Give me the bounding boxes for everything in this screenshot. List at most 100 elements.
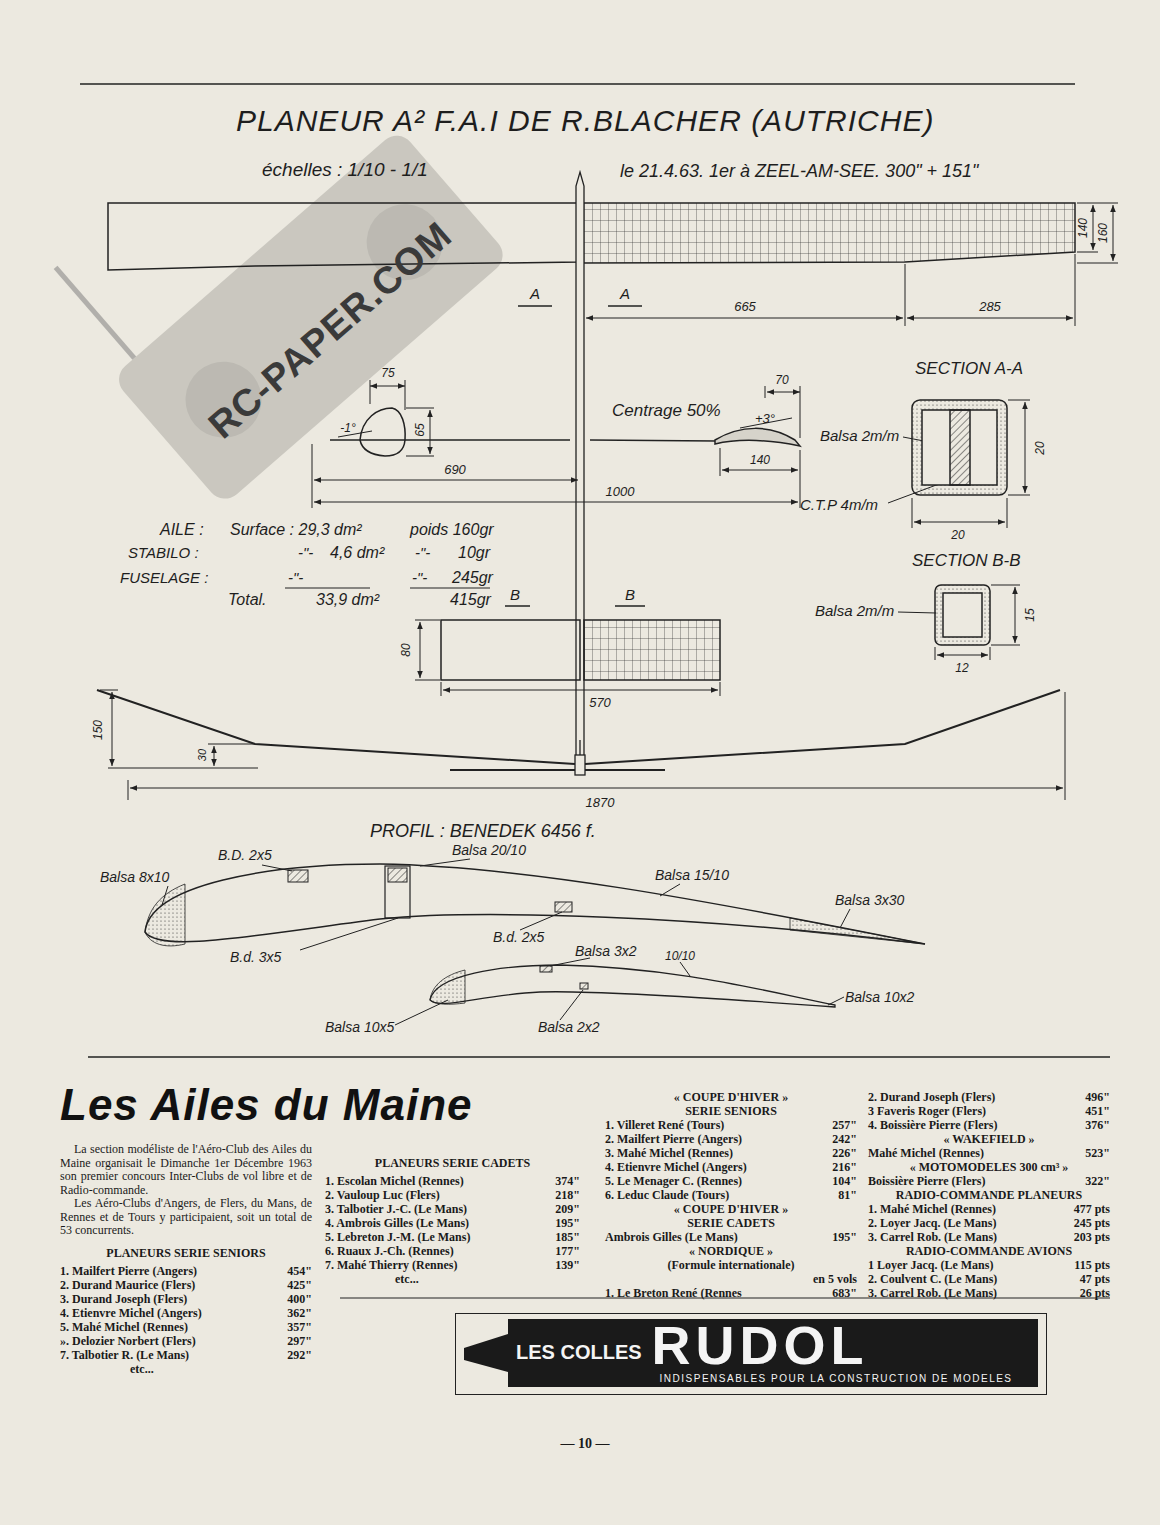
category-heading: « COUPE D'HIVER » bbox=[605, 1202, 857, 1216]
result-row: Boissière Pierre (Flers)322" bbox=[868, 1174, 1110, 1188]
plan-label: Total. bbox=[228, 592, 267, 608]
competitor-name: 6. Ruaux J.-Ch. (Rennes) bbox=[325, 1244, 454, 1258]
result-row: 3 Faveris Roger (Flers)451" bbox=[868, 1104, 1110, 1118]
plan-label: échelles : 1/10 - 1/1 bbox=[262, 160, 428, 179]
competitor-name: 3. Durand Joseph (Flers) bbox=[60, 1292, 187, 1306]
category-heading: « COUPE D'HIVER » bbox=[605, 1090, 857, 1104]
result-row: 2. Vauloup Luc (Flers)218" bbox=[325, 1188, 580, 1202]
plan-label: le 21.4.63. 1er à ZEEL-AM-SEE. 300" + 15… bbox=[620, 162, 978, 180]
result-value: 226" bbox=[832, 1146, 857, 1160]
competitor-name: 6. Leduc Claude (Tours) bbox=[605, 1188, 729, 1202]
competitor-name: 1. Mahé Michel (Rennes) bbox=[868, 1202, 996, 1216]
plan-label: Balsa 10x2 bbox=[845, 990, 914, 1004]
result-row: Mahé Michel (Rennes)523" bbox=[868, 1146, 1110, 1160]
leader-lines bbox=[162, 859, 850, 1025]
category-heading: SERIE CADETS bbox=[605, 1216, 857, 1230]
competitor-name: 5. Lebreton J.-M. (Le Mans) bbox=[325, 1230, 470, 1244]
results-column: PLANEURS SERIE CADETS1. Escolan Michel (… bbox=[325, 1148, 580, 1286]
result-value: 139" bbox=[555, 1258, 580, 1272]
dimension-lines bbox=[898, 612, 936, 613]
dimension-lines bbox=[128, 780, 129, 800]
competitor-name: 7. Talbotier R. (Le Mans) bbox=[60, 1348, 189, 1362]
dimension-lines bbox=[937, 655, 988, 656]
fuselage-side-view bbox=[330, 439, 570, 441]
stabilizer-profile bbox=[580, 983, 588, 989]
dimension-lines bbox=[914, 522, 1005, 523]
wing-top-view bbox=[108, 203, 1075, 270]
plan-label: FUSELAGE : bbox=[120, 570, 208, 585]
plan-label: -"- bbox=[298, 545, 313, 560]
result-value: 322" bbox=[1085, 1174, 1110, 1188]
plan-label: B bbox=[510, 587, 520, 602]
leader-lines bbox=[300, 918, 398, 950]
category-heading: RADIO-COMMANDE AVIONS bbox=[868, 1244, 1110, 1258]
result-value: 400" bbox=[287, 1292, 312, 1306]
dimension-lines bbox=[905, 264, 906, 326]
result-value: 477 pts bbox=[1074, 1202, 1110, 1216]
dimension-lines bbox=[608, 305, 642, 307]
fuselage-side-view bbox=[715, 428, 800, 446]
plan-label: Balsa 20/10 bbox=[452, 843, 526, 857]
results-column: 2. Durand Joseph (Flers)496"3 Faveris Ro… bbox=[868, 1090, 1110, 1300]
result-row: 2. Loyer Jacq. (Le Mans)245 pts bbox=[868, 1216, 1110, 1230]
dimension-lines bbox=[415, 680, 440, 681]
competitor-name: 1 Loyer Jacq. (Le Mans) bbox=[868, 1258, 993, 1272]
competitor-name: 1. Le Breton René (Rennes bbox=[605, 1286, 742, 1300]
result-value: 496" bbox=[1085, 1090, 1110, 1104]
result-row: 4. Ambrois Gilles (Le Mans)195" bbox=[325, 1216, 580, 1230]
plan-label: 140 bbox=[1077, 217, 1089, 239]
wing-top-view bbox=[108, 203, 580, 270]
result-row: 1. Villeret René (Tours) 257" bbox=[605, 1118, 857, 1132]
competitor-name: 1. Villeret René (Tours) bbox=[605, 1118, 724, 1132]
dimension-lines bbox=[130, 788, 1063, 789]
stabilizer-profile bbox=[540, 966, 552, 972]
plan-label: 245gr bbox=[452, 570, 493, 586]
dimension-lines bbox=[1015, 587, 1016, 643]
plan-label: 80 bbox=[400, 642, 412, 657]
dimension-lines bbox=[990, 647, 991, 660]
dimension-lines bbox=[112, 692, 113, 766]
plan-label: Balsa 3x2 bbox=[575, 944, 636, 958]
category-heading: PLANEURS SERIE CADETS bbox=[325, 1156, 580, 1170]
result-row: 5. Lebreton J.-M. (Le Mans)185" bbox=[325, 1230, 580, 1244]
result-row: 4. Etienvre Michel (Angers)362" bbox=[60, 1306, 312, 1320]
result-value: 115 pts bbox=[1074, 1258, 1110, 1272]
dimension-lines bbox=[208, 744, 255, 745]
plan-label: 150 bbox=[92, 719, 104, 741]
plan-label: Balsa 3x30 bbox=[835, 893, 904, 907]
plan-label: 10/10 bbox=[665, 950, 695, 962]
plan-label: 570 bbox=[589, 696, 611, 709]
result-row: 3. Carrel Rob. (Le Mans)26 pts bbox=[868, 1286, 1110, 1300]
section-b-b bbox=[935, 585, 990, 645]
category-heading: « NORDIQUE » bbox=[605, 1244, 857, 1258]
competitor-name: Mahé Michel (Rennes) bbox=[868, 1146, 984, 1160]
wing-top-view bbox=[580, 203, 1075, 263]
dimension-lines bbox=[406, 408, 434, 409]
dimension-lines bbox=[1113, 205, 1114, 261]
dimension-lines bbox=[912, 498, 913, 528]
result-value: 195" bbox=[555, 1216, 580, 1230]
result-value: 257" bbox=[832, 1118, 857, 1132]
plan-label: Balsa 8x10 bbox=[100, 870, 169, 884]
plan-label: 30 bbox=[197, 748, 208, 762]
dimension-lines bbox=[765, 386, 766, 398]
result-value: 374" bbox=[555, 1174, 580, 1188]
category-heading: PLANEURS SERIE SENIORS bbox=[60, 1246, 312, 1260]
dimension-lines bbox=[312, 444, 313, 508]
result-row: 6. Ruaux J.-Ch. (Rennes)177" bbox=[325, 1244, 580, 1258]
fuselage-side-view bbox=[590, 440, 716, 441]
advert-text: LES COLLES bbox=[516, 1342, 642, 1362]
result-value: 454" bbox=[287, 1264, 312, 1278]
front-view bbox=[579, 740, 580, 755]
plan-label: 12 bbox=[955, 662, 968, 674]
dimension-lines bbox=[108, 768, 258, 769]
plan-label: -1° bbox=[340, 422, 355, 434]
result-row: 2. Durand Joseph (Flers)496" bbox=[868, 1090, 1110, 1104]
competitor-name: 3 Faveris Roger (Flers) bbox=[868, 1104, 986, 1118]
plan-label: 70 bbox=[775, 374, 788, 386]
dimension-lines bbox=[991, 645, 1020, 646]
plan-label: 285 bbox=[979, 300, 1001, 313]
plan-label: 20 bbox=[951, 529, 964, 541]
competitor-name: 2. Coulvent C. (Le Mans) bbox=[868, 1272, 997, 1286]
category-heading: RADIO-COMMANDE PLANEURS bbox=[868, 1188, 1110, 1202]
